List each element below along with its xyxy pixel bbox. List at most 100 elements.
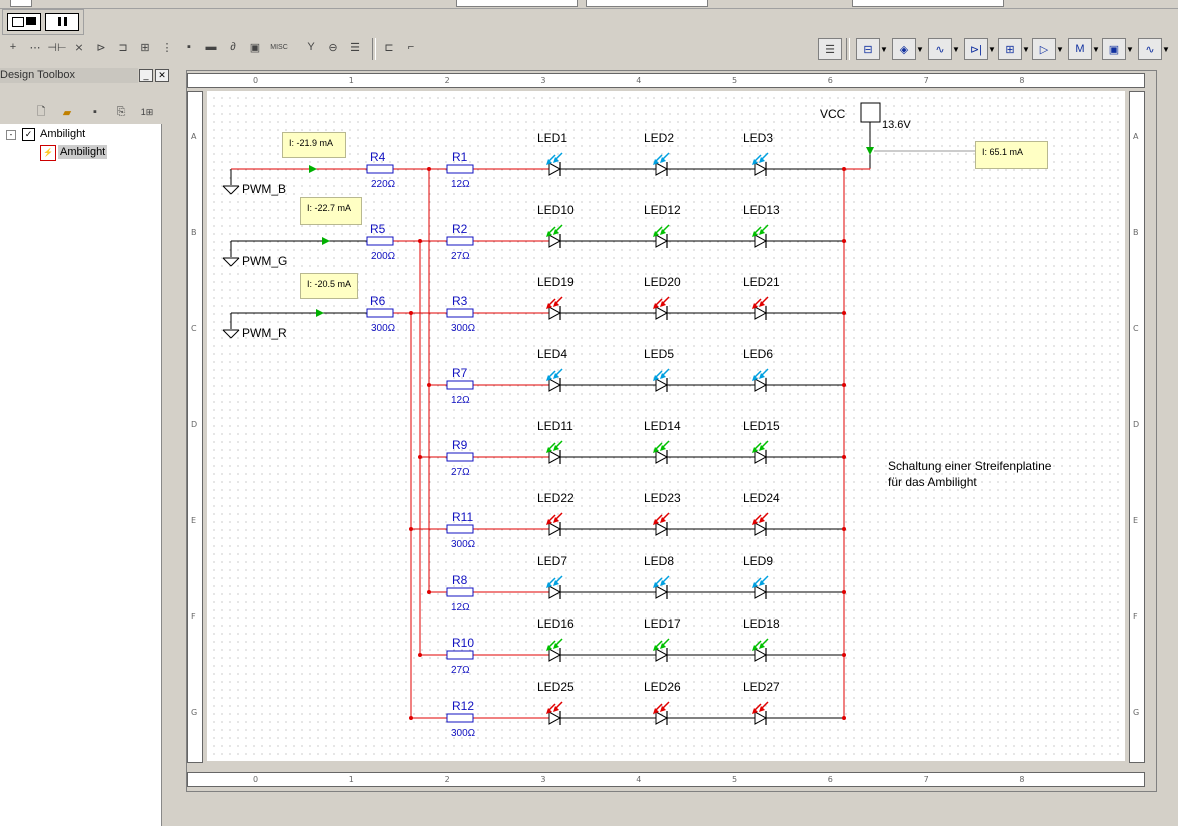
strip-box[interactable] [10, 0, 32, 7]
ammeter-callout[interactable]: I: -22.7 mA [300, 197, 362, 225]
vcc-source[interactable] [860, 102, 881, 123]
led-led4[interactable]: LED4 [537, 347, 567, 392]
word-generator-icon[interactable]: ⊞ [998, 38, 1022, 60]
pause-button[interactable] [45, 13, 79, 31]
ammeter-callout[interactable]: I: 65.1 mA [975, 141, 1048, 169]
dropdown-arrow-icon[interactable]: ▼ [952, 45, 960, 54]
bus-icon[interactable]: ⌐ [407, 41, 415, 53]
advanced-icon[interactable]: ▬ [205, 41, 217, 53]
bode-plotter-icon[interactable]: ⊳| [964, 38, 988, 60]
electromech-icon[interactable]: ⊖ [328, 41, 338, 54]
misc-icon[interactable]: MISC [268, 37, 290, 57]
meter-icon[interactable]: M [1068, 38, 1092, 60]
new-file-icon[interactable]: 🗋 [36, 105, 46, 118]
resistor-r2[interactable] [446, 236, 474, 246]
resistor-r11[interactable] [446, 524, 474, 534]
tree-item-project[interactable]: Ambilight [40, 128, 86, 140]
multimeter-icon[interactable]: ⊟ [856, 38, 880, 60]
distortion-icon[interactable]: ▣ [1102, 38, 1126, 60]
resistor-r12[interactable] [446, 713, 474, 723]
source-icon[interactable]: + [9, 41, 17, 53]
mixed-icon[interactable]: ∂ [230, 41, 236, 53]
led-led18[interactable]: LED18 [743, 617, 780, 662]
led-led20[interactable]: LED20 [644, 275, 681, 320]
resistor-r3[interactable] [446, 308, 474, 318]
rf-icon[interactable]: ☰ [350, 41, 360, 54]
strip-box[interactable] [586, 0, 708, 7]
capacitor-icon[interactable]: ⊣⊢ [47, 41, 67, 54]
ammeter-callout[interactable]: I: -21.9 mA [282, 132, 346, 158]
resistor-r8[interactable] [446, 587, 474, 597]
diode-icon[interactable]: ⨯ [74, 41, 84, 54]
led-led3[interactable]: LED3 [743, 131, 773, 176]
led-led21[interactable]: LED21 [743, 275, 780, 320]
logic-analyzer-icon[interactable]: ▷ [1032, 38, 1056, 60]
led-led27[interactable]: LED27 [743, 680, 780, 725]
led-led23[interactable]: LED23 [644, 491, 681, 536]
dropdown-arrow-icon[interactable]: ▼ [1022, 45, 1030, 54]
ammeter-callout[interactable]: I: -20.5 mA [300, 273, 358, 299]
dropdown-arrow-icon[interactable]: ▼ [880, 45, 888, 54]
dropdown-arrow-icon[interactable]: ▼ [916, 45, 924, 54]
indicator-icon[interactable]: ▣ [249, 41, 261, 54]
resistor-r4[interactable] [366, 164, 394, 174]
led-led13[interactable]: LED13 [743, 203, 780, 248]
new-sheet-icon[interactable]: ⎘ [116, 105, 126, 118]
resistor-icon[interactable]: ⋯ [29, 41, 41, 54]
led-led6[interactable]: LED6 [743, 347, 773, 392]
led-led12[interactable]: LED12 [644, 203, 681, 248]
resistor-r1[interactable] [446, 164, 474, 174]
resistor-value: 12Ω [451, 395, 470, 406]
analog-icon[interactable]: ⊐ [118, 41, 128, 54]
run-switch-button[interactable] [7, 13, 41, 31]
dropdown-arrow-icon[interactable]: ▼ [1056, 45, 1064, 54]
led-led7[interactable]: LED7 [537, 554, 567, 599]
save-icon[interactable]: ▪ [93, 106, 97, 118]
led-led8[interactable]: LED8 [644, 554, 674, 599]
strip-box[interactable] [456, 0, 578, 7]
cmos-icon[interactable]: ⋮ [161, 41, 173, 54]
led-led22[interactable]: LED22 [537, 491, 574, 536]
led-led15[interactable]: LED15 [743, 419, 780, 464]
antenna-icon[interactable]: Y [307, 41, 315, 53]
tree-item-schematic[interactable]: Ambilight [58, 145, 108, 159]
open-folder-icon[interactable]: ▰ [62, 106, 72, 119]
dropdown-arrow-icon[interactable]: ▼ [1162, 45, 1170, 54]
dropdown-arrow-icon[interactable]: ▼ [988, 45, 996, 54]
led-led11[interactable]: LED11 [537, 419, 573, 464]
led-led16[interactable]: LED16 [537, 617, 574, 662]
minimize-icon[interactable]: _ [139, 69, 153, 82]
ttl-icon[interactable]: ⊞ [140, 41, 150, 54]
mcu-icon[interactable]: ▪ [187, 41, 191, 53]
led-led5[interactable]: LED5 [644, 347, 674, 392]
dropdown-arrow-icon[interactable]: ▼ [1092, 45, 1100, 54]
sheet-properties-icon[interactable]: 1⊞ [140, 106, 154, 117]
resistor-r5[interactable] [366, 236, 394, 246]
led-led26[interactable]: LED26 [644, 680, 681, 725]
collapse-icon[interactable]: - [6, 130, 16, 140]
resistor-r7[interactable] [446, 380, 474, 390]
led-led9[interactable]: LED9 [743, 554, 773, 599]
close-icon[interactable]: ✕ [155, 69, 169, 82]
led-label: LED11 [537, 419, 573, 433]
oscilloscope-icon[interactable]: ∿ [928, 38, 952, 60]
resistor-r6[interactable] [366, 308, 394, 318]
led-led10[interactable]: LED10 [537, 203, 574, 248]
strip-combo[interactable] [852, 0, 1004, 7]
led-led25[interactable]: LED25 [537, 680, 574, 725]
led-led2[interactable]: LED2 [644, 131, 674, 176]
hierarchy-icon[interactable]: ⊏ [384, 41, 394, 54]
transistor-icon[interactable]: ⊳ [96, 41, 106, 54]
led-led17[interactable]: LED17 [644, 617, 681, 662]
led-led1[interactable]: LED1 [537, 131, 567, 176]
led-led19[interactable]: LED19 [537, 275, 574, 320]
led-led14[interactable]: LED14 [644, 419, 681, 464]
function-generator-icon[interactable]: ◈ [892, 38, 916, 60]
resistor-r9[interactable] [446, 452, 474, 462]
list-icon[interactable]: ☰ [818, 38, 842, 60]
resistor-r10[interactable] [446, 650, 474, 660]
spectrum-icon[interactable]: ∿ [1138, 38, 1162, 60]
checkbox-icon[interactable]: ✓ [22, 128, 35, 141]
led-led24[interactable]: LED24 [743, 491, 780, 536]
dropdown-arrow-icon[interactable]: ▼ [1126, 45, 1134, 54]
